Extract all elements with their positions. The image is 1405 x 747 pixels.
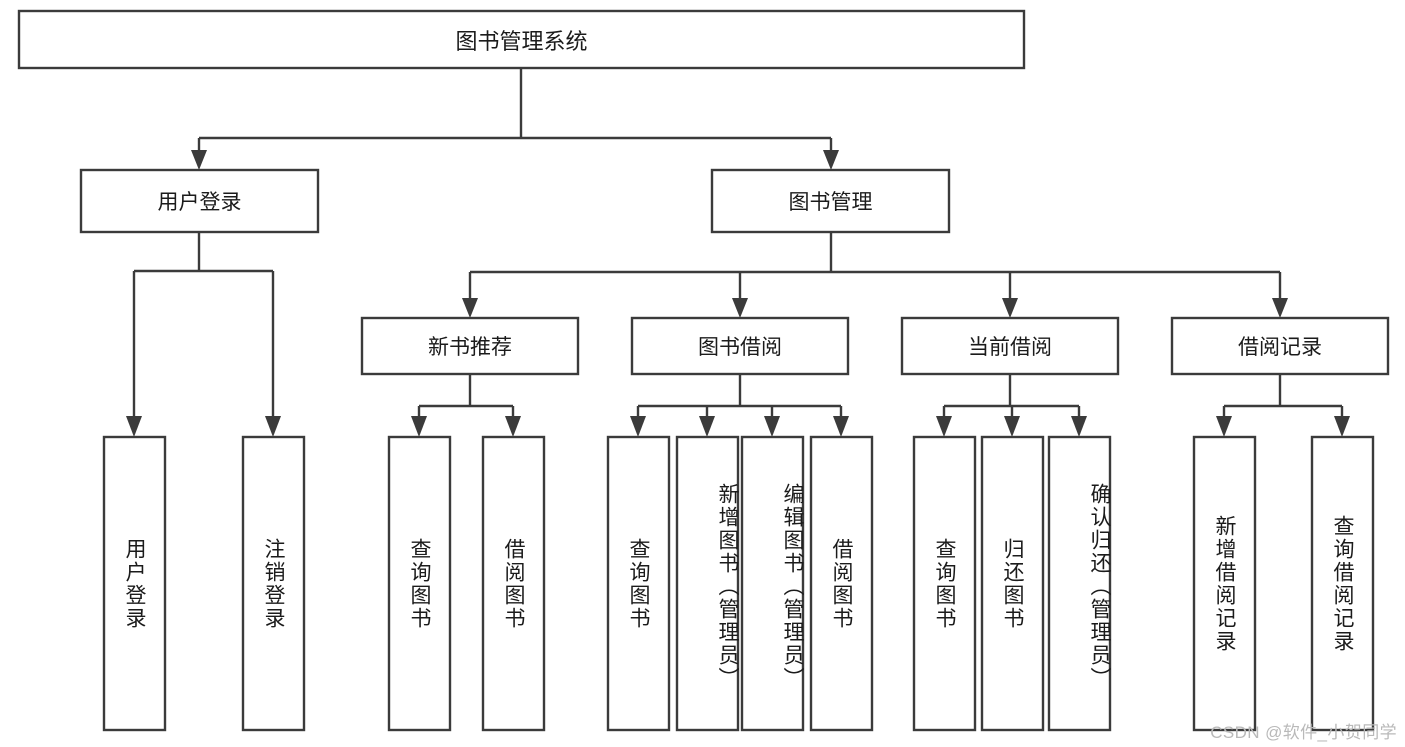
node-leaf-add-record[interactable]	[1192, 435, 1257, 732]
arrowhead-current-borrow	[1002, 298, 1018, 318]
arrowhead-leaf-edit-book	[764, 416, 780, 437]
arrowhead-leaf-user-login	[126, 416, 142, 437]
node-leaf-borrow-book-2[interactable]	[809, 435, 874, 732]
node-leaf-query-book-2[interactable]	[606, 435, 671, 732]
node-root[interactable]	[17, 9, 1026, 70]
node-leaf-query-record[interactable]	[1310, 435, 1375, 732]
arrowhead-leaf-borrow-book-1	[505, 416, 521, 437]
node-current-borrow[interactable]	[900, 316, 1120, 376]
arrowhead-leaf-add-book	[699, 416, 715, 437]
connector-group	[126, 68, 1350, 437]
arrowhead-book-borrow	[732, 298, 748, 318]
node-leaf-add-book[interactable]	[675, 435, 740, 732]
node-book-management[interactable]	[710, 168, 951, 234]
node-leaf-query-book-1[interactable]	[387, 435, 452, 732]
arrowhead-leaf-logout-login	[265, 416, 281, 437]
node-leaf-edit-book[interactable]	[740, 435, 805, 732]
node-leaf-logout-login[interactable]	[241, 435, 306, 732]
node-leaf-borrow-book-1[interactable]	[481, 435, 546, 732]
node-borrow-record[interactable]	[1170, 316, 1390, 376]
node-book-borrow[interactable]	[630, 316, 850, 376]
arrowhead-leaf-query-record	[1334, 416, 1350, 437]
arrowhead-leaf-borrow-book-2	[833, 416, 849, 437]
arrowhead-user-login	[191, 150, 207, 170]
arrowhead-leaf-return-book	[1004, 416, 1020, 437]
node-user-login[interactable]	[79, 168, 320, 234]
node-leaf-query-book-3[interactable]	[912, 435, 977, 732]
arrowhead-borrow-record	[1272, 298, 1288, 318]
arrowhead-leaf-query-book-3	[936, 416, 952, 437]
node-new-book-recommend[interactable]	[360, 316, 580, 376]
arrowhead-leaf-query-book-2	[630, 416, 646, 437]
arrowhead-leaf-confirm-return	[1071, 416, 1087, 437]
arrowhead-leaf-add-record	[1216, 416, 1232, 437]
node-leaf-user-login[interactable]	[102, 435, 167, 732]
node-leaf-confirm-return[interactable]	[1047, 435, 1112, 732]
arrowhead-book-management	[823, 150, 839, 170]
arrowhead-leaf-query-book-1	[411, 416, 427, 437]
arrowhead-new-book-recommend	[462, 298, 478, 318]
node-leaf-return-book[interactable]	[980, 435, 1045, 732]
node-box-group	[17, 9, 1390, 732]
